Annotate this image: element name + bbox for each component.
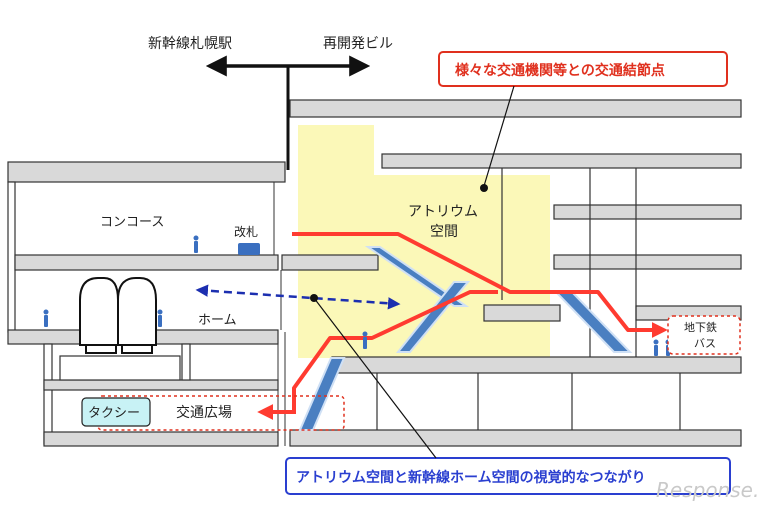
sightline-arrow — [195, 284, 401, 310]
gate-label: 改札 — [234, 225, 258, 239]
callout-bottom-text: アトリウム空間と新幹線ホーム空間の視覚的なつながり — [296, 469, 646, 486]
left-building — [7, 161, 561, 447]
circulation-routes — [257, 232, 668, 420]
ticket-gate — [238, 243, 260, 255]
shinkansen-train-1 — [79, 277, 119, 354]
subway-label: 地下鉄 — [684, 320, 717, 334]
callout-top-text: 様々な交通機関等との交通結節点 — [455, 62, 665, 79]
callout-bottom-box — [285, 457, 731, 495]
direction-right-label: 再開発ビル — [323, 36, 393, 52]
callout-top-dot — [480, 184, 488, 192]
callout-bottom-dot — [310, 294, 318, 302]
subway-bus-box — [667, 315, 741, 355]
platform-label: ホーム — [198, 313, 237, 328]
plaza-label: 交通広場 — [176, 404, 232, 421]
callout-top-leader — [483, 85, 515, 187]
taxi-box — [81, 397, 151, 427]
left-building-lines — [273, 182, 286, 446]
atrium-label-2: 空間 — [430, 224, 458, 240]
taxi-label: タクシー — [88, 406, 140, 421]
atrium-label-1: アトリウム — [408, 204, 478, 220]
callout-top-box — [438, 51, 728, 87]
direction-left-label: 新幹線札幌駅 — [148, 35, 232, 52]
bus-label: バス — [694, 337, 716, 350]
shinkansen-train-2 — [117, 277, 157, 354]
callout-bottom-leader — [313, 297, 437, 459]
right-building-floors — [289, 99, 742, 447]
concourse-label: コンコース — [100, 215, 164, 230]
watermark-logo: Response. — [656, 478, 759, 502]
direction-arrow — [205, 55, 371, 170]
